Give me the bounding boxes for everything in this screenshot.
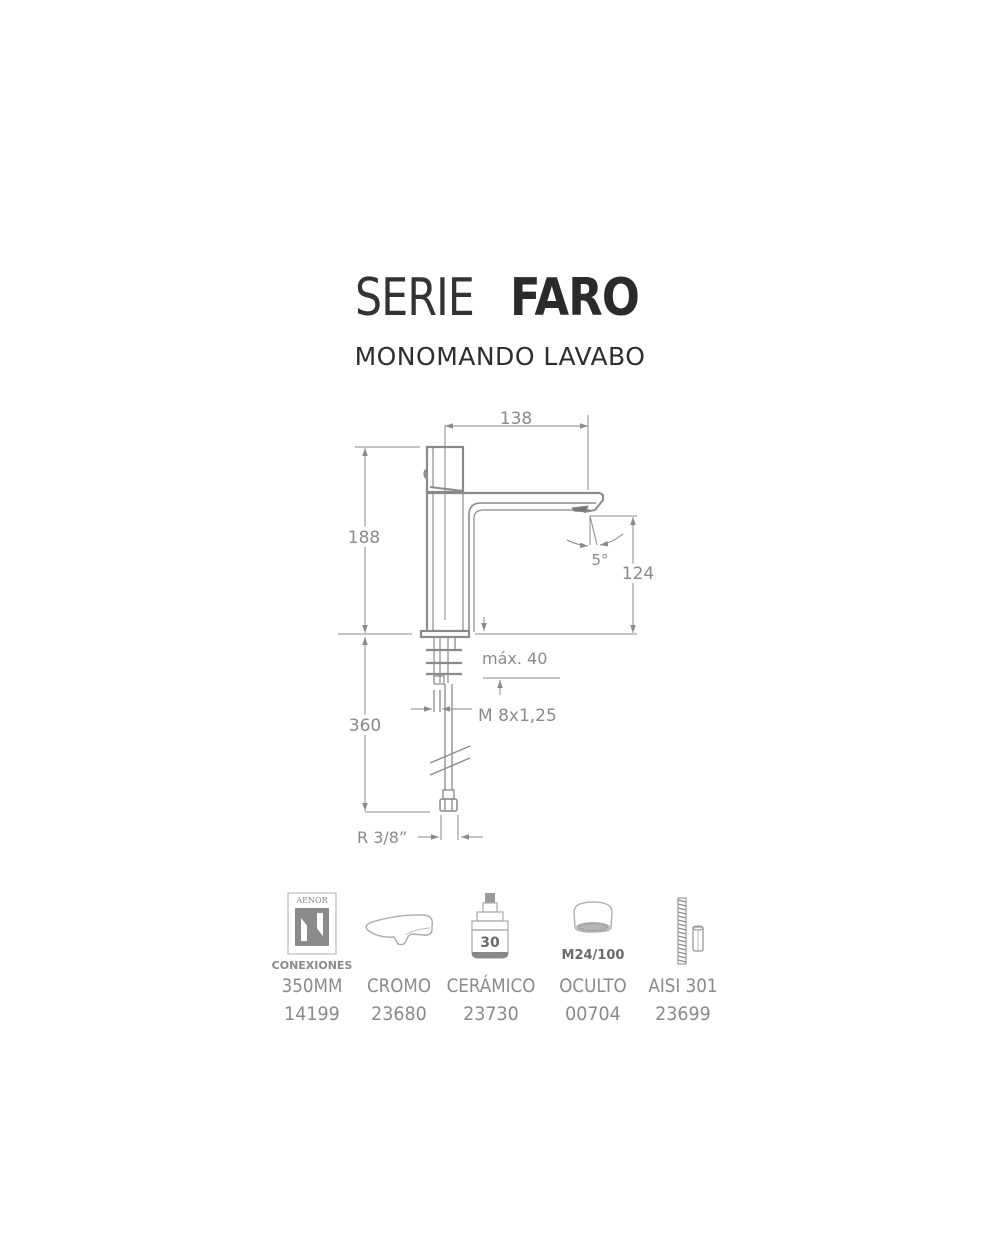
feature-label: CROMO	[366, 975, 432, 997]
aerator-icon: M24/100	[548, 890, 638, 970]
aenor-certification-icon: AENOR	[267, 890, 357, 970]
feature-label: 350MM	[281, 975, 343, 997]
svg-text:30: 30	[480, 935, 500, 951]
svg-text:AENOR: AENOR	[295, 896, 328, 905]
threaded-rod-icon	[638, 890, 728, 970]
svg-text:360: 360	[349, 716, 381, 736]
feature-label: OCULTO	[559, 975, 627, 997]
product-title: SERIE FARO	[355, 266, 655, 330]
dim-spout-reach: 138	[500, 409, 532, 429]
product-subtitle: MONOMANDO LAVABO	[354, 342, 646, 371]
feature-label: AISI 301	[648, 975, 718, 997]
feature-aerator: M24/100 OCULTO 00704	[548, 890, 638, 1025]
ceramic-cartridge-icon: 30	[446, 890, 536, 970]
svg-text:124: 124	[622, 564, 654, 584]
dim-spout-height: 124	[622, 564, 654, 584]
svg-text:188: 188	[348, 528, 380, 548]
svg-text:M24/100: M24/100	[562, 948, 625, 963]
dim-hose-length: 360	[349, 716, 381, 736]
feature-connections: AENOR CONEXIONES 350MM 14199	[267, 890, 357, 1025]
series-name: FARO	[510, 268, 640, 328]
feature-fixing-rod: AISI 301 23699	[638, 890, 728, 1025]
feature-code: 23699	[655, 1003, 711, 1025]
technical-drawing: 138 188 188 124 124 5° máx. 40 M 8x1,25 …	[338, 409, 658, 847]
feature-code: 00704	[565, 1003, 621, 1025]
dim-tilt-angle: 5°	[591, 551, 608, 569]
feature-code: 23680	[371, 1003, 427, 1025]
dimension-labels: 138 188 188 124 124 5° máx. 40 M 8x1,25 …	[344, 409, 658, 847]
feature-code: 23730	[463, 1003, 519, 1025]
feature-finish: CROMO 23680	[354, 890, 444, 1025]
features-row: AENOR CONEXIONES 350MM 14199 CROMO 23680	[268, 890, 728, 1040]
series-prefix: SERIE	[355, 268, 475, 328]
dim-max-thickness: máx. 40	[482, 649, 547, 668]
faucet-outline	[419, 445, 604, 812]
feature-cartridge: 30 CERÁMICO 23730	[446, 890, 536, 1025]
dim-total-height: 188	[348, 528, 380, 548]
lever-handle-icon	[354, 890, 444, 970]
dim-hose-connection: R 3/8”	[357, 828, 407, 847]
feature-code: 14199	[284, 1003, 340, 1025]
dimension-lines	[338, 415, 637, 840]
dim-stud-thread: M 8x1,25	[478, 706, 557, 726]
feature-caption: CONEXIONES	[271, 959, 353, 972]
feature-label: CERÁMICO	[446, 975, 536, 997]
